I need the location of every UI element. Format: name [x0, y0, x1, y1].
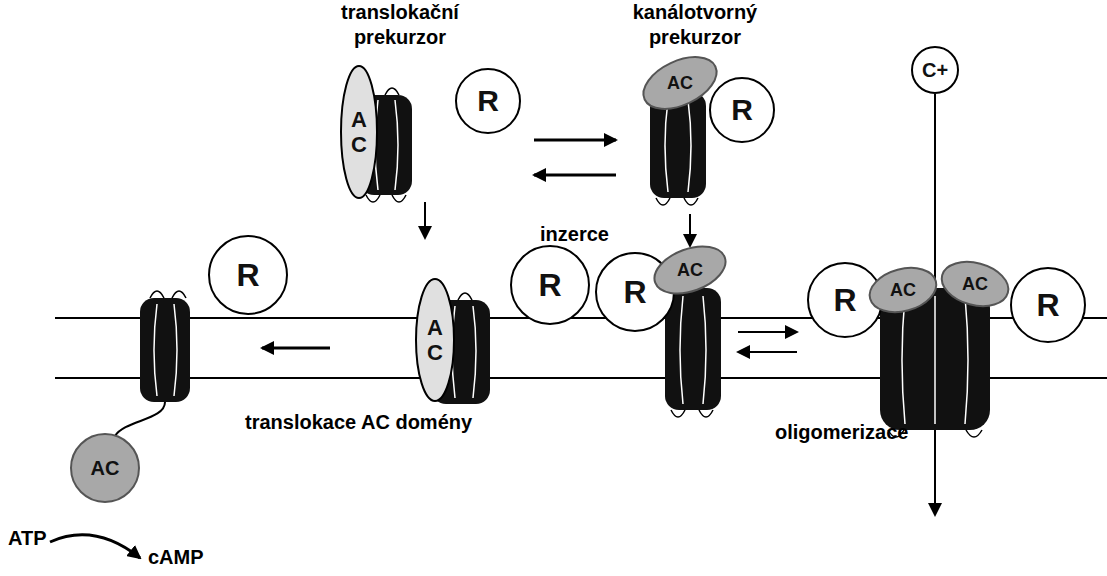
r-domain: R: [510, 245, 590, 325]
domain-shape: [456, 69, 520, 133]
domain-label: R: [1036, 287, 1059, 324]
barrel-domain: [140, 291, 190, 402]
domain-shape: [648, 238, 732, 303]
domain-shape: [71, 434, 139, 502]
domain-label: A C: [349, 107, 369, 158]
r-domain: R: [1010, 267, 1086, 343]
domain-label: AC: [890, 280, 916, 301]
domain-shape: [511, 246, 589, 324]
r-domain: R: [455, 68, 521, 134]
domain-label: R: [538, 267, 561, 304]
domain-label: R: [833, 282, 856, 319]
reaction-arrow: [50, 535, 140, 558]
step-label: translokace AC domény: [245, 410, 472, 434]
product-label: cAMP: [148, 545, 204, 569]
ac-domain: AC: [70, 433, 140, 503]
domain-label: AC: [91, 457, 120, 480]
barrel-domain: [665, 288, 721, 417]
insertion-arrow: [424, 202, 426, 238]
group-heading: kanálotvorný prekurzor: [620, 0, 770, 50]
domain-shape: [912, 47, 958, 93]
r-domain: R: [208, 235, 288, 315]
insertion-arrow: [689, 214, 691, 246]
domain-shape: [341, 66, 377, 198]
domain-shape: [865, 261, 942, 319]
substrate-label: ATP: [8, 526, 47, 550]
domain-label: A C: [425, 315, 445, 366]
ac-domain: AC: [640, 60, 720, 106]
ac-domain: AC: [868, 268, 938, 312]
domain-label: AC: [667, 73, 693, 94]
domain-label: AC: [962, 274, 988, 295]
domain-shape: [937, 255, 1014, 313]
linker-line: [115, 402, 165, 436]
domain-label: R: [731, 93, 753, 128]
domain-shape: [1011, 268, 1085, 342]
ac-domain: A C: [415, 278, 455, 402]
equilibrium-arrow: [738, 331, 797, 333]
equilibrium-arrow: [534, 139, 616, 142]
domain-label: R: [477, 84, 499, 119]
group-heading: translokační prekurzor: [320, 0, 480, 50]
equilibrium-arrow: [534, 174, 616, 177]
cation: C+: [911, 46, 959, 94]
domain-label: R: [623, 274, 646, 311]
step-label: inzerce: [540, 222, 609, 246]
domain-shape: [710, 78, 774, 142]
domain-shape: [416, 279, 454, 401]
equilibrium-arrow: [738, 351, 797, 353]
domain-label: C+: [922, 59, 948, 82]
translocation-arrow: [262, 347, 330, 350]
r-domain: R: [709, 77, 775, 143]
ac-domain: AC: [652, 248, 728, 292]
domain-shape: [209, 236, 287, 314]
domain-label: R: [236, 257, 259, 294]
ac-domain: AC: [940, 262, 1010, 306]
domain-label: AC: [677, 260, 703, 281]
step-label: oligomerizace: [775, 420, 908, 444]
ac-domain: A C: [340, 65, 378, 199]
